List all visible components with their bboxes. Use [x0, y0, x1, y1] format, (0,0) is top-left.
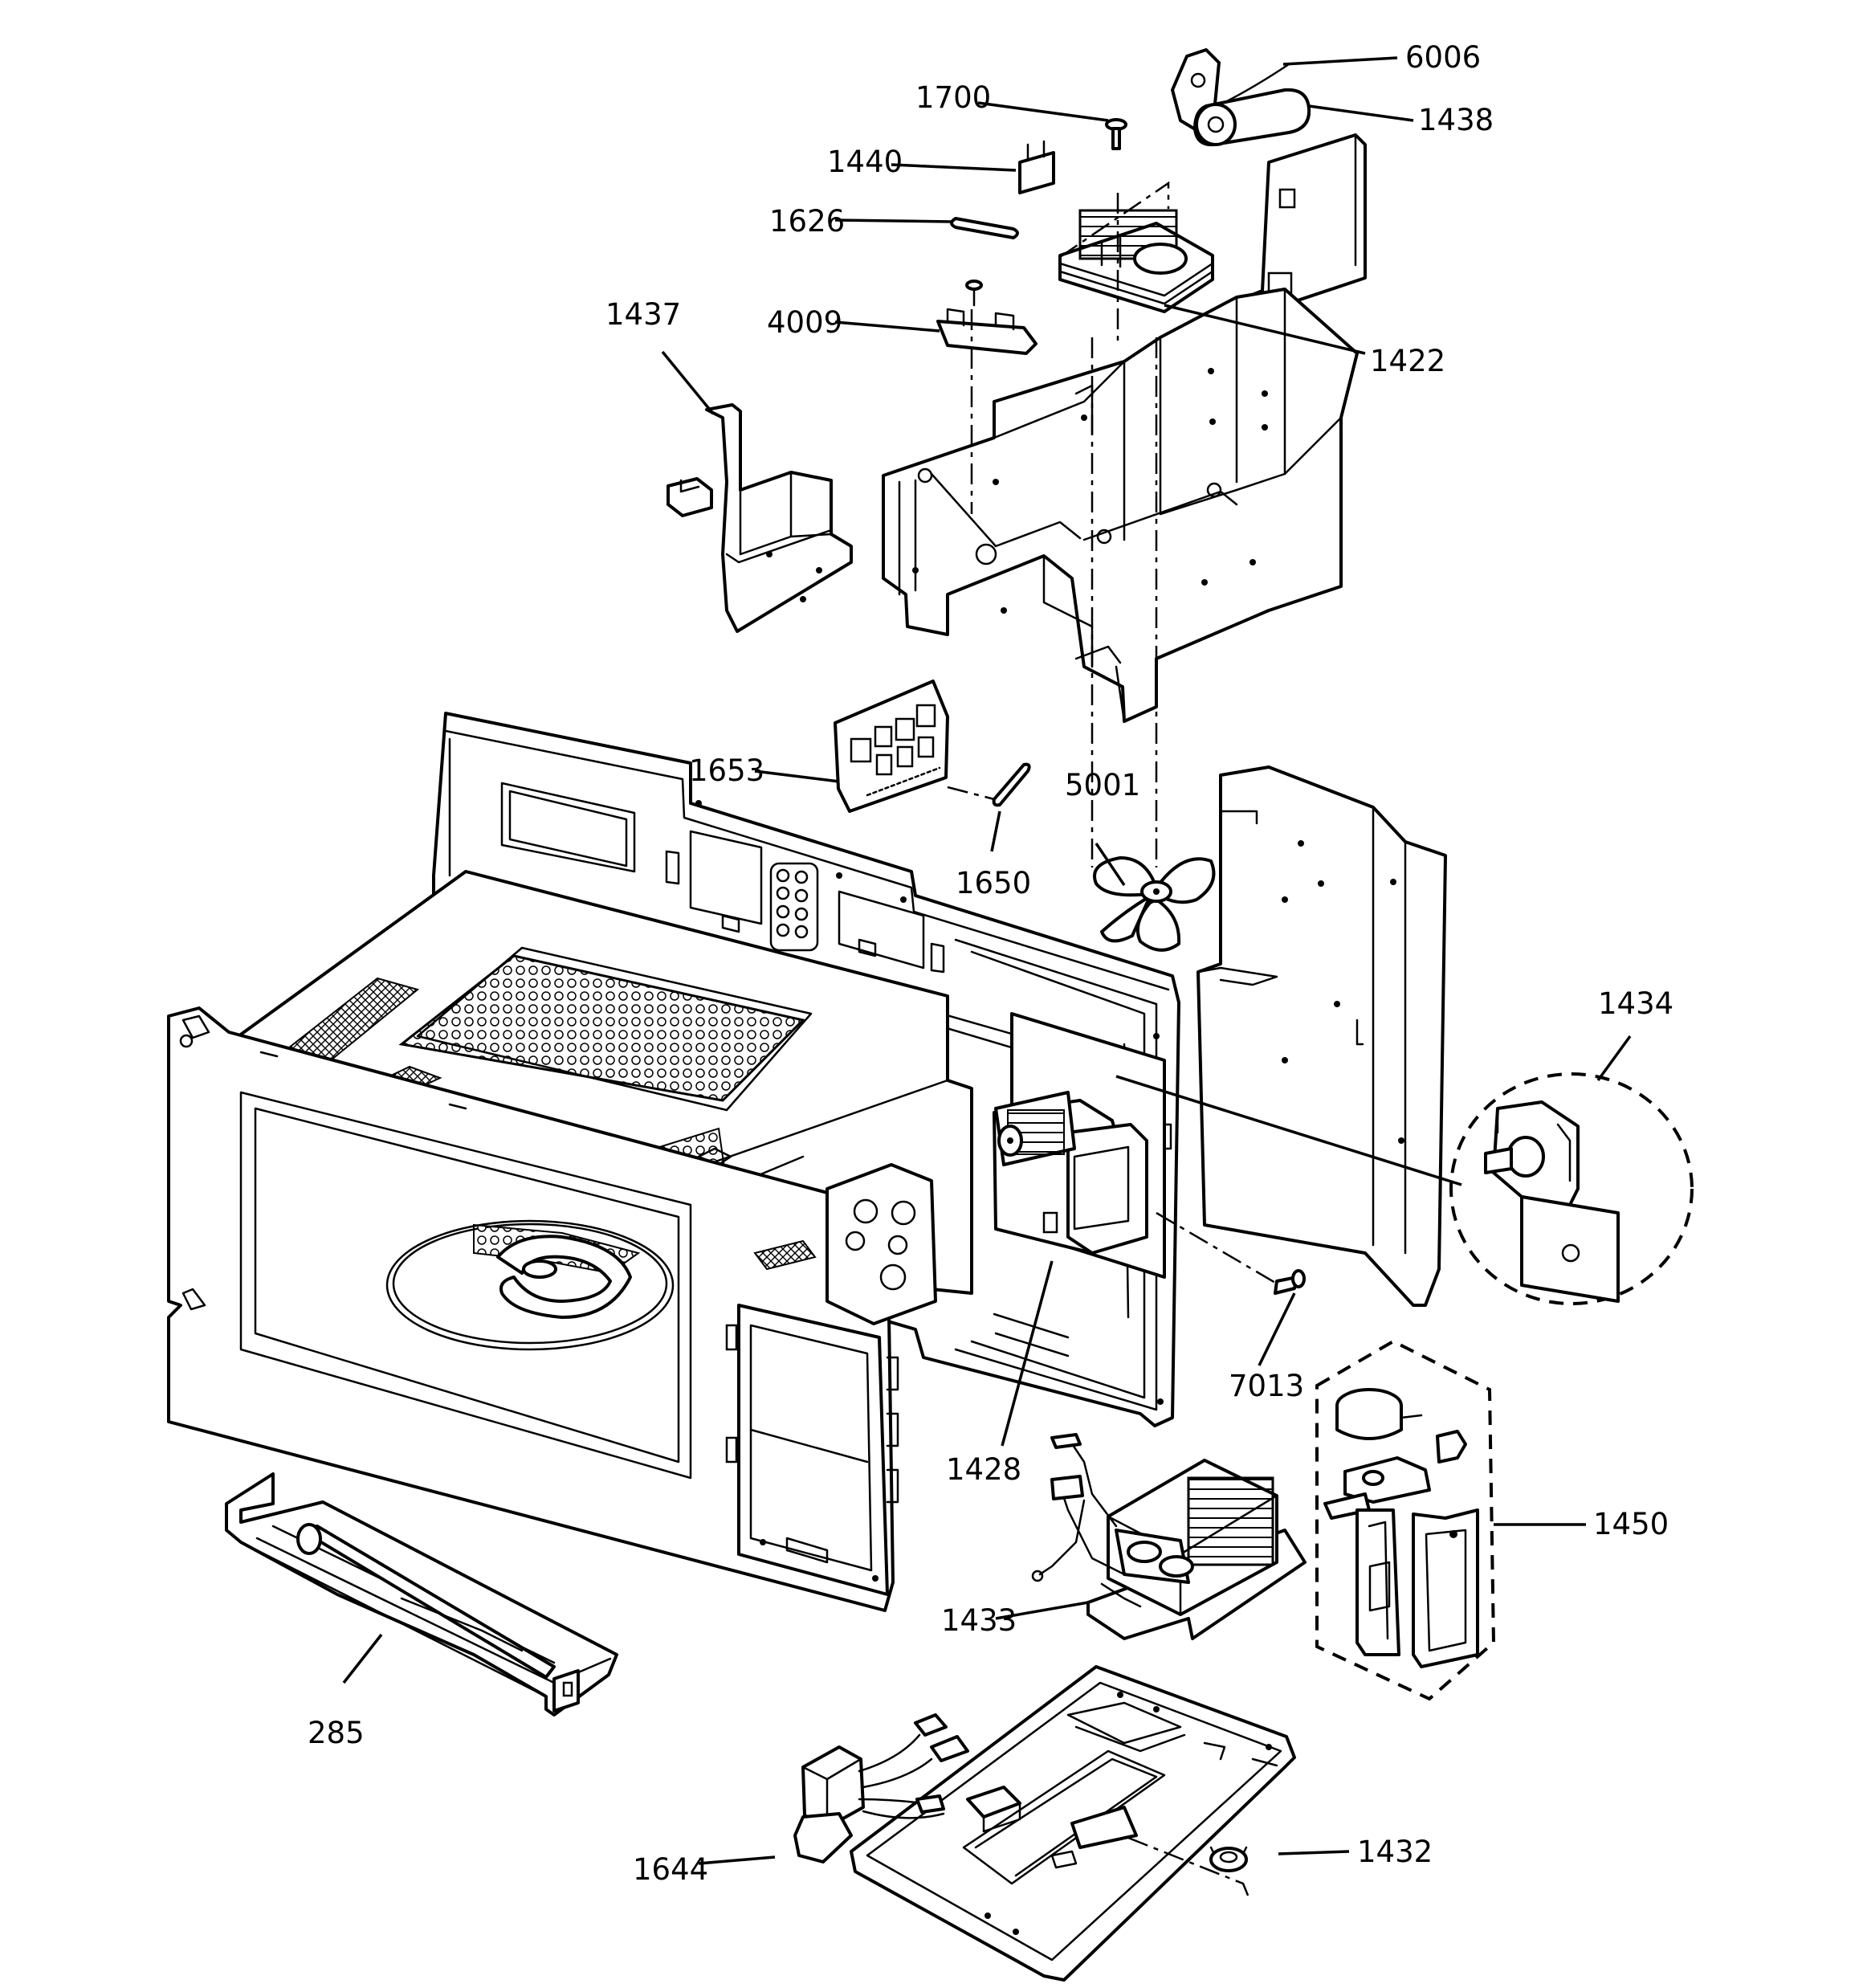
- latch-assembly-1450: [1315, 1339, 1496, 1701]
- label-7013: 7013: [1229, 1369, 1304, 1403]
- label-1653: 1653: [689, 753, 764, 788]
- label-1428: 1428: [946, 1452, 1021, 1487]
- thermal-cutout-1432: [1209, 1846, 1248, 1872]
- bracket-1437: [667, 403, 853, 633]
- hv-transformer-1433: [1031, 1433, 1307, 1640]
- assembly-lines: [947, 181, 1462, 1285]
- label-1433: 1433: [941, 1603, 1017, 1638]
- screw-1700: [1105, 118, 1127, 150]
- label-1437: 1437: [605, 297, 681, 332]
- transformer-1422: [1058, 209, 1214, 313]
- noise-filter-1644: [793, 1713, 969, 1863]
- fan-blade-5001: [1093, 856, 1216, 952]
- label-1450: 1450: [1593, 1507, 1669, 1541]
- label-1626: 1626: [769, 204, 845, 239]
- fuse-1650: [992, 762, 1031, 807]
- label-1434: 1434: [1598, 986, 1673, 1021]
- label-1644: 1644: [633, 1852, 708, 1887]
- label-1432: 1432: [1357, 1835, 1433, 1869]
- air-duct-box: [882, 288, 1359, 723]
- fuse-holder-4009: [936, 280, 1037, 355]
- vent-light-housing-285: [225, 1472, 618, 1717]
- label-6006: 6006: [1405, 40, 1481, 75]
- leader-lines: [342, 56, 1632, 1865]
- label-1440: 1440: [827, 145, 903, 179]
- front-frame: [167, 1006, 899, 1612]
- relay-1440: [1018, 140, 1055, 194]
- label-1650: 1650: [956, 866, 1031, 900]
- screw-7013: [1274, 1269, 1306, 1295]
- label-5001: 5001: [1065, 768, 1140, 802]
- label-1700: 1700: [915, 80, 991, 115]
- label-1422: 1422: [1370, 344, 1445, 378]
- part-labels: 6006 1700 1438 1440 1626 4009 1437 1422 …: [308, 40, 1673, 1887]
- label-4009: 4009: [767, 305, 842, 340]
- bottom-plate: [850, 1665, 1296, 1982]
- label-1438: 1438: [1418, 103, 1494, 137]
- hv-capacitor-1438: [1193, 63, 1311, 147]
- label-285: 285: [308, 1716, 365, 1750]
- thermostat-inset-1434: [1449, 1072, 1694, 1305]
- side-panel: [1196, 765, 1447, 1307]
- fuse-1626: [950, 217, 1019, 239]
- magnetron-1428: [993, 1091, 1148, 1255]
- shield-plate: [1245, 133, 1367, 316]
- control-board-1653: [834, 680, 949, 813]
